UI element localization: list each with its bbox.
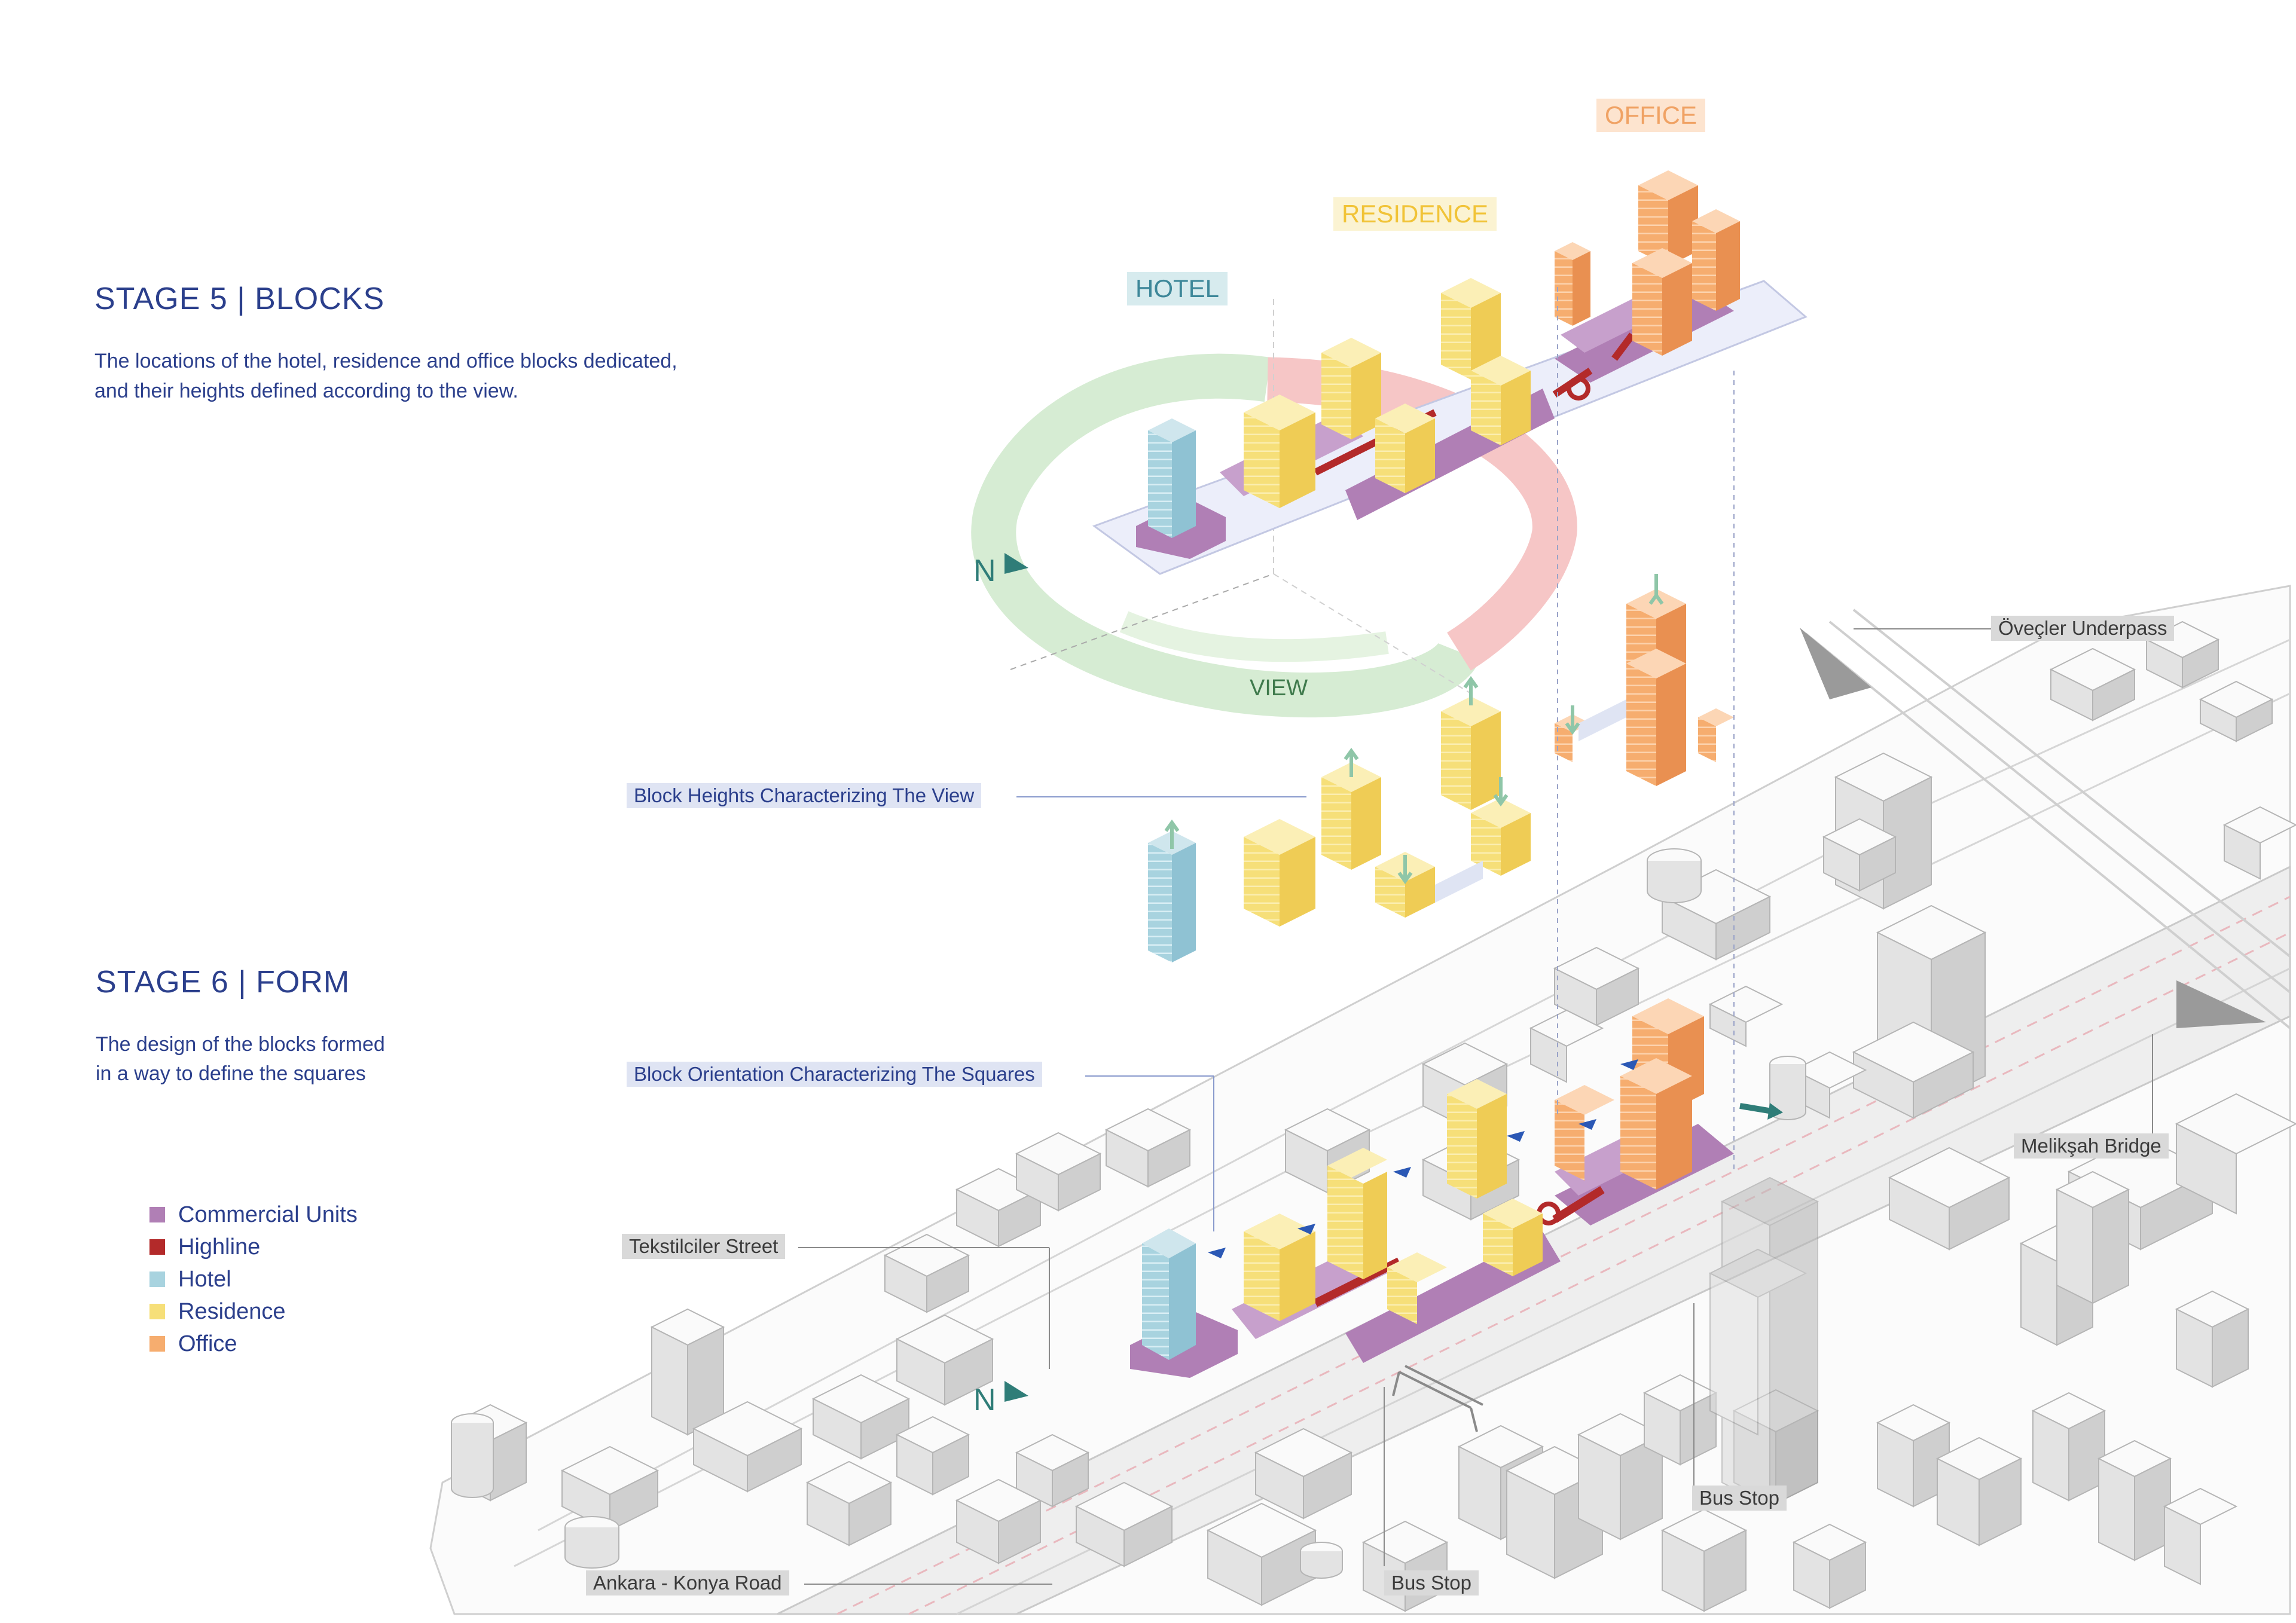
stage6-title: STAGE 6 | FORM (96, 965, 350, 1000)
legend-label: Commercial Units (178, 1202, 358, 1227)
glass-towers (1708, 1176, 1819, 1508)
legend-item-hotel: Hotel (149, 1263, 358, 1295)
legend-item-highline: Highline (149, 1231, 358, 1263)
legend-label: Residence (178, 1298, 286, 1324)
bus-stop-label-2: Bus Stop (1384, 1570, 1479, 1596)
legend-swatch-commercial (149, 1207, 165, 1222)
stage5-desc-line1: The locations of the hotel, residence an… (94, 350, 677, 372)
legend-swatch-hotel (149, 1271, 165, 1287)
bridge-label: Melikşah Bridge (2014, 1133, 2169, 1159)
stage6-diagram (1130, 998, 1783, 1378)
legend-label: Hotel (178, 1266, 231, 1292)
stage5-desc-line2: and their heights defined according to t… (94, 380, 518, 402)
legend-item-commercial: Commercial Units (149, 1199, 358, 1231)
legend-item-residence: Residence (149, 1295, 358, 1328)
legend: Commercial Units Highline Hotel Residenc… (149, 1199, 358, 1360)
bus-stop-label-1: Bus Stop (1692, 1486, 1787, 1511)
north-label-stage6: N (973, 1383, 996, 1417)
leader-lines (798, 287, 2153, 1585)
legend-swatch-office (149, 1336, 165, 1352)
north-arrow-icon (1004, 1381, 1028, 1402)
road-label: Ankara - Konya Road (586, 1570, 789, 1596)
legend-item-office: Office (149, 1328, 358, 1360)
underpass-label: Öveçler Underpass (1991, 616, 2175, 641)
legend-swatch-residence (149, 1304, 165, 1319)
city-context (429, 585, 2296, 1615)
legend-swatch-highline (149, 1239, 165, 1255)
north-label: N (973, 554, 996, 588)
heights-callout: Block Heights Characterizing The View (627, 783, 982, 808)
hotel-tag: HOTEL (1127, 272, 1228, 305)
legend-label: Office (178, 1331, 237, 1356)
office-tag: OFFICE (1596, 99, 1705, 132)
stage5-title: STAGE 5 | BLOCKS (94, 282, 385, 316)
heights-diagram (1148, 574, 1734, 962)
stage6-desc-line2: in a way to define the squares (96, 1062, 366, 1085)
stage5-diagram (971, 170, 1808, 718)
residence-tag: RESIDENCE (1333, 197, 1497, 231)
view-label: VIEW (1250, 676, 1308, 701)
north-arrow-icon (1004, 553, 1028, 574)
orientation-callout: Block Orientation Characterizing The Squ… (627, 1062, 1042, 1087)
stage6-desc-line1: The design of the blocks formed (96, 1033, 385, 1056)
street-label: Tekstilciler Street (622, 1234, 786, 1259)
legend-label: Highline (178, 1234, 261, 1260)
